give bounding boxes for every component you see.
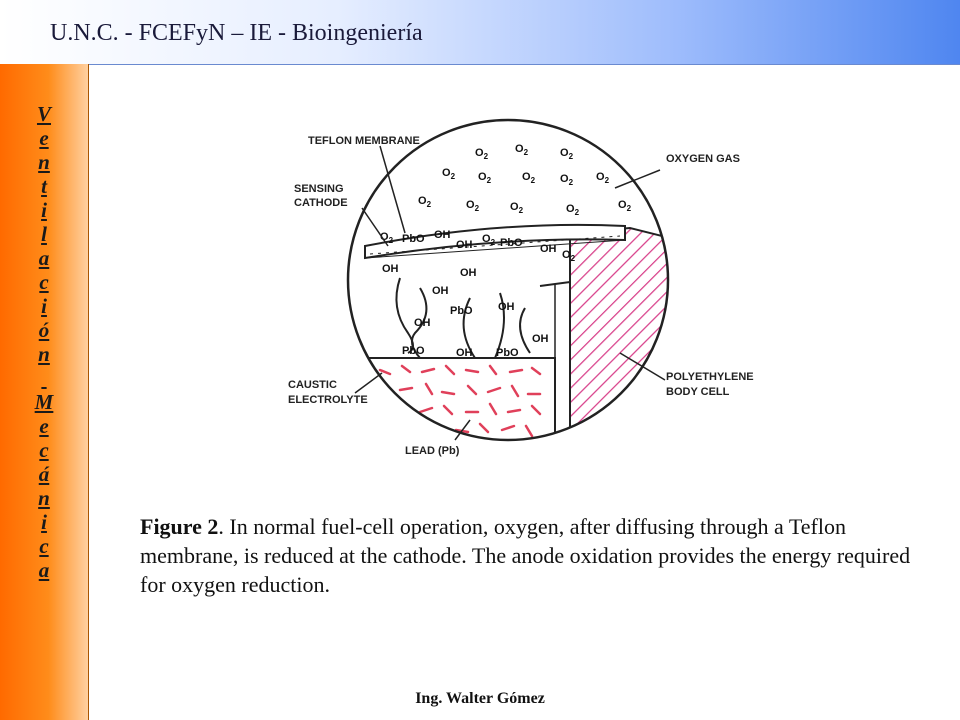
- sidebar-letter: i: [41, 198, 47, 222]
- o2-molecule: O2: [596, 171, 610, 185]
- o2-molecule: O2: [475, 147, 489, 161]
- o2-molecule: O2: [618, 199, 632, 213]
- label-teflon-membrane: TEFLON MEMBRANE: [308, 135, 420, 147]
- sidebar-letter: ó: [38, 318, 50, 342]
- oh-label: OH: [414, 317, 431, 329]
- oh-label: OH: [460, 267, 477, 279]
- sidebar-letter: n: [38, 150, 50, 174]
- pbo-label: PbO: [402, 233, 425, 245]
- sidebar-letter: n: [38, 486, 50, 510]
- oh-label: OH: [540, 243, 557, 255]
- fuel-cell-diagram: O2 O2 O2 O2 O2 O2 O2 O2 O2 O2 O2 O2 O2 O…: [288, 118, 754, 457]
- oxygen-molecules: O2 O2 O2 O2 O2 O2 O2 O2 O2 O2 O2 O2 O2 O…: [380, 143, 632, 263]
- sidebar-letter: i: [41, 510, 47, 534]
- sidebar-letter: V: [36, 102, 51, 126]
- label-body-cell: BODY CELL: [666, 386, 730, 398]
- sidebar-letter: [0, 366, 88, 390]
- label-polyethylene: POLYETHYLENE: [666, 371, 754, 383]
- label-lead: LEAD (Pb): [405, 445, 460, 457]
- o2-molecule: O2: [566, 203, 580, 217]
- o2-molecule: O2: [515, 143, 529, 157]
- pbo-label: PbO: [500, 237, 523, 249]
- pbo-label: PbO: [496, 347, 519, 359]
- o2-molecule: O2: [442, 167, 456, 181]
- oh-label: OH: [432, 285, 449, 297]
- o2-molecule: O2: [482, 233, 496, 247]
- sidebar-letter: e: [39, 126, 49, 150]
- sidebar-letter: a: [38, 246, 50, 270]
- caption-text: . In normal fuel-cell operation, oxygen,…: [140, 514, 911, 597]
- o2-molecule: O2: [560, 147, 574, 161]
- o2-molecule: O2: [418, 195, 432, 209]
- oh-label: OH: [382, 263, 399, 275]
- sidebar-letter: e: [39, 414, 49, 438]
- o2-molecule: O2: [562, 249, 576, 263]
- o2-molecule: O2: [466, 199, 480, 213]
- oh-label: OH: [456, 347, 473, 359]
- sidebar-letter: i: [41, 294, 47, 318]
- figure-label: Figure 2: [140, 514, 219, 539]
- reaction-species: PbO OH OH PbO OH OH OH OH PbO OH OH OH P…: [382, 229, 557, 359]
- cell-circle: [346, 118, 670, 442]
- o2-molecule: O2: [560, 173, 574, 187]
- o2-molecule: O2: [478, 171, 492, 185]
- callout-lines: [354, 145, 666, 441]
- sidebar-letter: n: [38, 342, 50, 366]
- oh-label: OH: [434, 229, 451, 241]
- figure-caption: Figure 2. In normal fuel-cell operation,…: [140, 512, 940, 599]
- sidebar: V e n t i l a c i ó n M e c á n i c a: [0, 64, 89, 720]
- sidebar-letter: c: [39, 438, 49, 462]
- slide-title: U.N.C. - FCEFyN – IE - Bioingeniería: [50, 20, 423, 46]
- sidebar-letter: M: [34, 390, 54, 414]
- polyethylene-body: [569, 226, 668, 440]
- o2-molecule: O2: [522, 171, 536, 185]
- sidebar-letter: c: [39, 534, 49, 558]
- footer-author: Ing. Walter Gómez: [415, 690, 545, 707]
- label-oxygen-gas: OXYGEN GAS: [666, 153, 740, 165]
- sidebar-letter: l: [41, 222, 47, 246]
- sidebar-letter: á: [38, 462, 50, 486]
- sidebar-letter: t: [41, 174, 47, 198]
- flow-arrows: [395, 277, 531, 359]
- label-sensing: SENSING: [294, 183, 344, 195]
- sidebar-vertical-title: V e n t i l a c i ó n M e c á n i c a: [0, 102, 88, 582]
- o2-molecule: O2: [380, 231, 394, 245]
- oh-label: OH: [498, 301, 515, 313]
- pbo-label: PbO: [450, 305, 473, 317]
- label-electrolyte: ELECTROLYTE: [288, 394, 368, 406]
- pbo-label: PbO: [402, 345, 425, 357]
- o2-molecule: O2: [510, 201, 524, 215]
- sidebar-letter: c: [39, 270, 49, 294]
- oh-label: OH: [532, 333, 549, 345]
- oh-label: OH: [456, 239, 473, 251]
- label-cathode: CATHODE: [294, 197, 348, 209]
- slide-header: U.N.C. - FCEFyN – IE - Bioingeniería: [0, 0, 960, 65]
- sidebar-letter: a: [38, 558, 50, 582]
- label-caustic: CAUSTIC: [288, 379, 337, 391]
